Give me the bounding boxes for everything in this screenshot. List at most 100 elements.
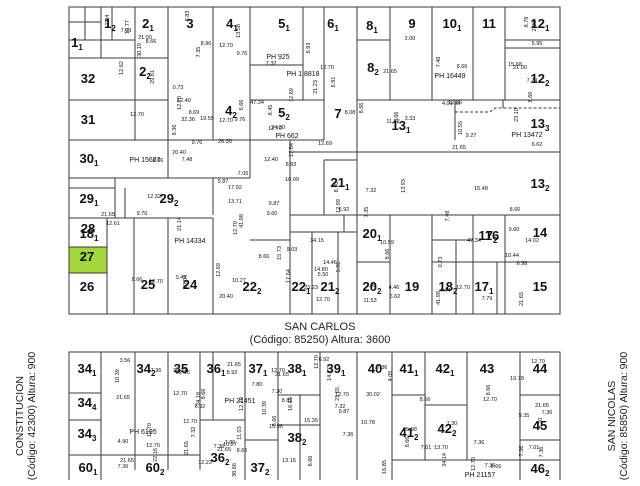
- measure-label: 8.66: [510, 207, 521, 213]
- parcel-label-2-1[interactable]: 21: [142, 16, 154, 33]
- parcel-label-13-3[interactable]: 133: [531, 116, 550, 133]
- parcel-label-16[interactable]: 16: [485, 228, 499, 243]
- measure-label: 12.70: [233, 221, 239, 235]
- measure-label: 9.03: [287, 247, 298, 253]
- parcel-label-4-2[interactable]: 42: [225, 103, 237, 120]
- parcel-27-highlight[interactable]: [69, 247, 107, 273]
- parcel-label-36-1[interactable]: 361: [207, 361, 226, 378]
- measure-label: 10.44: [505, 253, 519, 259]
- parcel-label-41-1[interactable]: 411: [400, 361, 419, 378]
- measure-label: 21.65: [120, 458, 134, 464]
- measure-label: 13.71: [228, 199, 242, 205]
- measure-label: 15.73: [277, 246, 283, 260]
- parcel-label-7[interactable]: 7: [334, 106, 341, 121]
- parcel-label-32[interactable]: 32: [81, 71, 95, 86]
- parcel-label-45[interactable]: 45: [533, 418, 547, 433]
- parcel-label-20-1[interactable]: 201: [363, 226, 382, 243]
- measure-label: 7.01: [421, 445, 432, 451]
- measure-label: 21.14: [177, 217, 183, 231]
- measure-label: 38.66: [232, 463, 238, 477]
- measure-label: 0.73: [173, 85, 184, 91]
- parcel-label-34-4[interactable]: 344: [78, 395, 97, 412]
- parcel-label-43[interactable]: 43: [480, 361, 494, 376]
- measure-label: 32.36: [181, 117, 195, 123]
- parcel-label-26[interactable]: 26: [80, 279, 94, 294]
- parcel-label-1-1[interactable]: 11: [71, 35, 83, 52]
- parcel-label-34-2[interactable]: 342: [137, 361, 156, 378]
- parcel-label-39-1[interactable]: 391: [327, 361, 346, 378]
- parcel-label-38-2[interactable]: 382: [288, 430, 307, 447]
- parcel-label-21-2[interactable]: 212: [321, 279, 340, 296]
- measure-label: 8.08: [345, 110, 356, 116]
- parcel-label-9[interactable]: 9: [408, 16, 415, 31]
- parcel-label-2-2[interactable]: 22: [139, 64, 151, 81]
- parcel-label-40[interactable]: 40: [368, 361, 382, 376]
- parcel-label-17-2[interactable]: 172: [479, 228, 498, 245]
- measure-label: 47.34: [250, 100, 264, 106]
- parcel-label-37-1[interactable]: 371: [249, 361, 268, 378]
- parcel-label-5-2[interactable]: 52: [278, 105, 290, 122]
- parcel-label-42-1[interactable]: 421: [436, 361, 455, 378]
- measure-label: 12.69: [289, 88, 295, 102]
- measure-label: 8.45: [268, 105, 274, 116]
- parcel-label-41-2[interactable]: 412: [400, 425, 419, 442]
- measure-label: 11.03: [237, 426, 243, 439]
- measure-label: 12.70: [239, 397, 245, 411]
- parcel-label-12-1[interactable]: 121: [531, 16, 550, 33]
- parcel-label-60-1[interactable]: 601: [79, 460, 98, 477]
- parcel-label-29-1[interactable]: 291: [80, 191, 99, 208]
- parcel-label-38-1[interactable]: 381: [288, 361, 307, 378]
- parcel-label-19[interactable]: 19: [405, 279, 419, 294]
- measure-label: 6.91: [331, 77, 337, 88]
- measure-label: 12.70: [177, 96, 183, 110]
- parcel-label-20-2[interactable]: 202: [363, 279, 382, 296]
- parcel-label-6-1[interactable]: 61: [327, 16, 339, 33]
- measure-label: 14.17: [327, 367, 333, 381]
- parcel-label-3[interactable]: 3: [186, 16, 193, 31]
- parcel-label-22-2[interactable]: 222: [243, 279, 262, 296]
- parcel-label-14[interactable]: 14: [533, 225, 548, 240]
- parcel-label-36-2[interactable]: 362: [211, 450, 230, 467]
- parcel-label-10-1[interactable]: 101: [443, 16, 462, 33]
- parcel-label-46-2[interactable]: 462: [531, 461, 550, 478]
- measure-label: 24.30: [271, 125, 285, 131]
- parcel-label-25[interactable]: 25: [141, 277, 155, 292]
- parcel-label-13-1[interactable]: 131: [392, 118, 411, 135]
- parcel-label-37-2[interactable]: 372: [251, 460, 270, 477]
- parcel-label-1-2[interactable]: 12: [104, 16, 116, 33]
- parcel-label-35[interactable]: 35: [174, 361, 188, 376]
- street-left: CONSTITUCION (Código: 42300) Altura: 900: [14, 346, 38, 486]
- parcel-label-24[interactable]: 24: [183, 277, 198, 292]
- parcel-label-18-1[interactable]: 181: [80, 226, 99, 243]
- parcel-label-27[interactable]: 27: [80, 249, 94, 264]
- parcel-label-29-2[interactable]: 292: [160, 191, 179, 208]
- parcel-label-28[interactable]: 28: [81, 221, 95, 236]
- lower-block-lines: [68, 351, 561, 480]
- parcel-label-18-2[interactable]: 182: [439, 279, 458, 296]
- parcel-label-8-2[interactable]: 82: [367, 60, 379, 77]
- parcel-label-15[interactable]: 15: [533, 279, 547, 294]
- parcel-label-12-2[interactable]: 122: [531, 71, 550, 88]
- measure-label: 5.50: [318, 272, 329, 278]
- parcel-label-34-1[interactable]: 341: [78, 361, 97, 378]
- parcel-label-11[interactable]: 11: [482, 16, 496, 31]
- measure-label: 9.87: [339, 409, 350, 415]
- measure-label: 12.70: [314, 355, 320, 369]
- parcel-label-30-1[interactable]: 301: [80, 151, 99, 168]
- parcel-label-34-3[interactable]: 343: [78, 426, 97, 443]
- parcel-label-44[interactable]: 44: [533, 361, 548, 376]
- parcel-label-21-1[interactable]: 211: [331, 175, 350, 192]
- parcel-label-13-2[interactable]: 132: [531, 176, 550, 193]
- parcel-label-8-1[interactable]: 81: [366, 18, 378, 35]
- parcel-label-17-1[interactable]: 171: [475, 279, 494, 296]
- measure-label: 9.76: [235, 117, 246, 123]
- parcel-label-31[interactable]: 31: [81, 112, 95, 127]
- measure-label: 8.66: [153, 158, 164, 164]
- parcel-label-5-1[interactable]: 51: [278, 16, 290, 33]
- parcel-label-22-1[interactable]: 221: [292, 279, 311, 296]
- measure-label: 12.70: [471, 457, 477, 471]
- parcel-label-60-2[interactable]: 602: [146, 460, 165, 477]
- measure-label: 16.65: [288, 397, 294, 411]
- parcel-label-4-1[interactable]: 41: [226, 16, 238, 33]
- parcel-label-42-2[interactable]: 422: [438, 421, 457, 438]
